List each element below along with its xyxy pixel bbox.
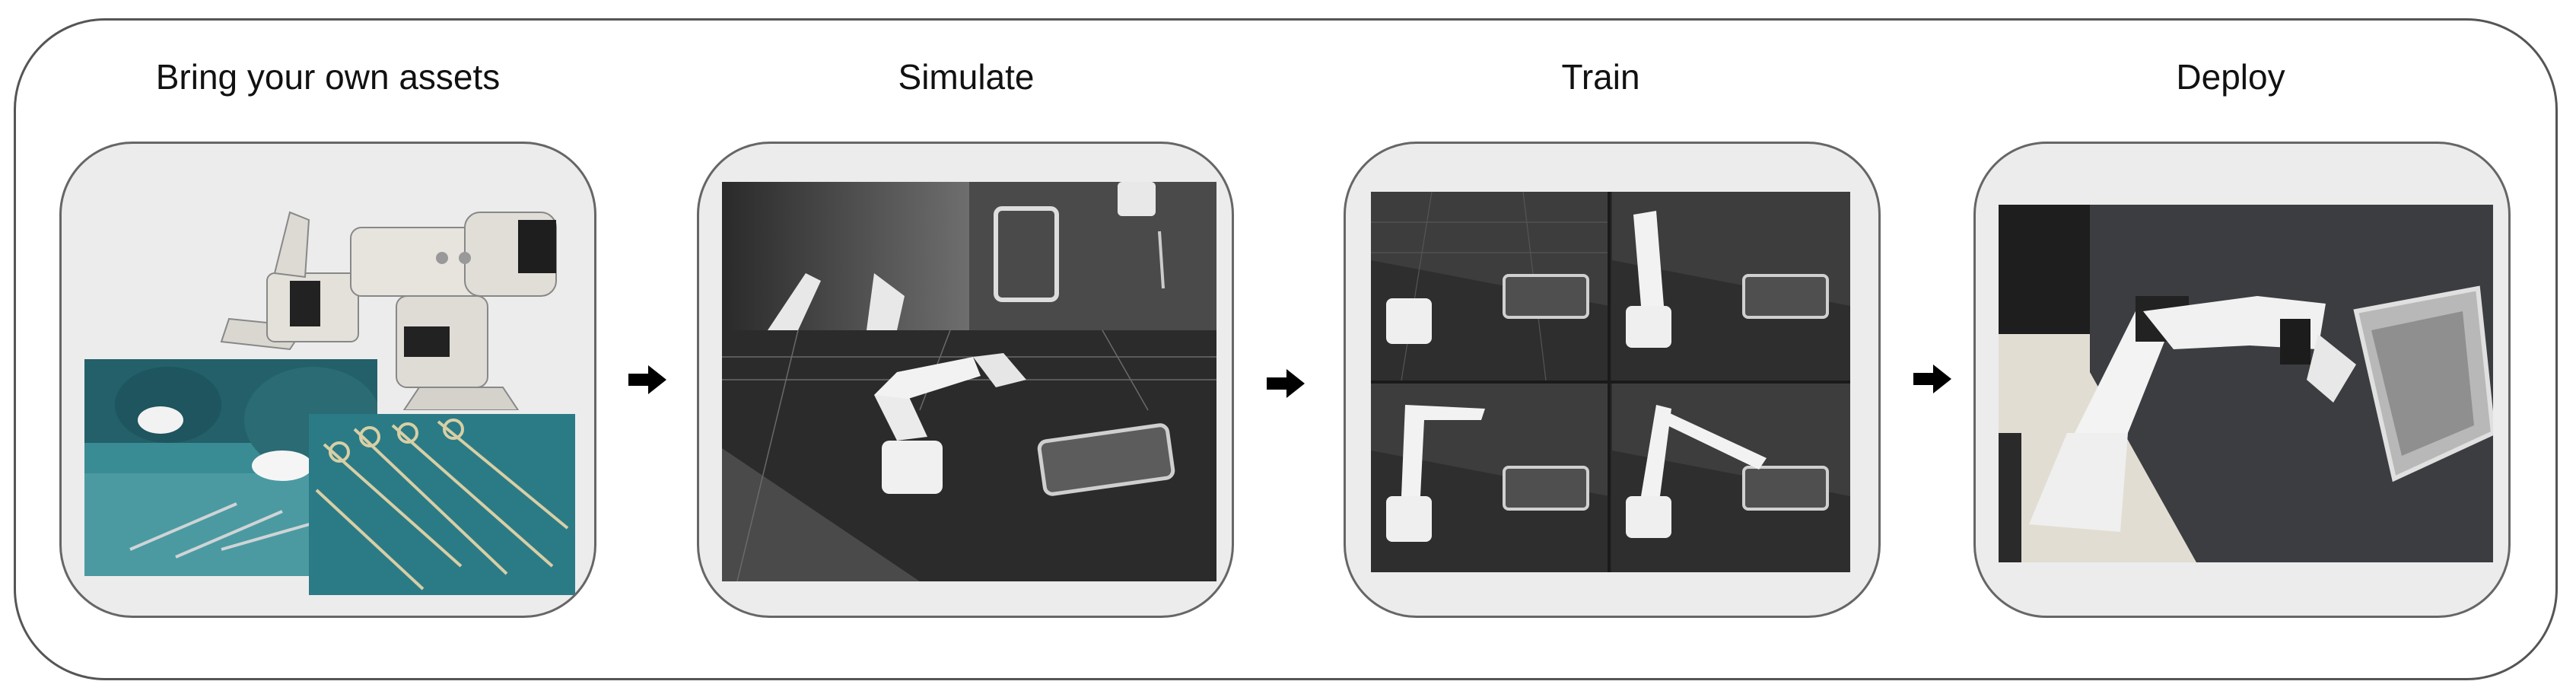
simulation-render: [722, 182, 1216, 581]
stage-title-simulate: Simulate: [898, 57, 1035, 97]
surgical-instruments-photo: [309, 414, 575, 595]
simulate-panel: [697, 142, 1234, 618]
right-arrow-icon: [1913, 365, 1951, 393]
train-panel: [1344, 142, 1881, 618]
stage-title-train: Train: [1561, 57, 1640, 97]
training-grid-render: [1371, 192, 1850, 572]
deploy-panel: [1973, 142, 2511, 618]
robot-arm-cad-image: [214, 167, 579, 410]
assets-panel: [59, 142, 596, 618]
stage-title-deploy: Deploy: [2176, 57, 2285, 97]
workflow-frame: [14, 18, 2558, 680]
stage-title-assets: Bring your own assets: [155, 57, 501, 97]
right-arrow-icon: [1267, 369, 1305, 398]
real-robot-deployment-photo: [1999, 205, 2493, 562]
right-arrow-icon: [628, 365, 666, 394]
